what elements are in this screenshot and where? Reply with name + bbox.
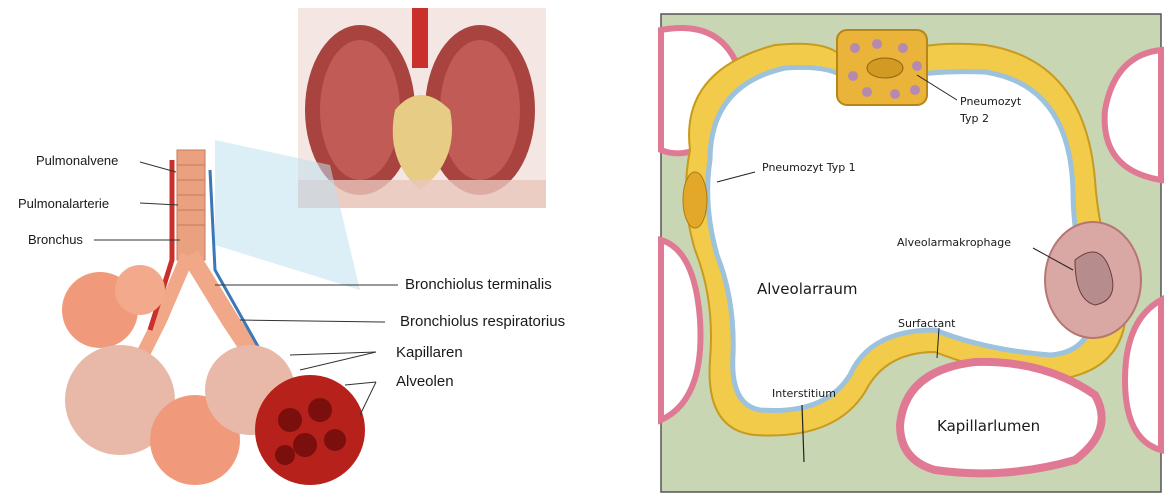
label-pulmonalarterie: Pulmonalarterie (18, 196, 109, 211)
label-alveolarmakrophage: Alveolarmakrophage (897, 236, 1011, 249)
lungs-graphic (298, 8, 546, 208)
label-interstitium: Interstitium (772, 387, 836, 400)
label-kapillarlumen: Kapillarlumen (937, 417, 1040, 435)
label-kapillaren: Kapillaren (396, 344, 463, 361)
label-alveolarraum: Alveolarraum (757, 280, 857, 298)
alveolus-cross-section: Pneumozyt Typ 2 Pneumozyt Typ 1 Alveolar… (655, 0, 1165, 497)
label-bronchus: Bronchus (28, 232, 83, 247)
label-alveolen: Alveolen (396, 373, 454, 390)
label-bronchiolus-terminalis: Bronchiolus terminalis (405, 276, 552, 293)
alveolar-macrophage (1045, 222, 1141, 338)
label-pneumozyt-typ1: Pneumozyt Typ 1 (762, 161, 856, 174)
pneumocyte-type-1 (683, 172, 707, 228)
label-pulmonalvene: Pulmonalvene (36, 153, 118, 168)
label-surfactant: Surfactant (898, 317, 955, 330)
label-pneumozyt-typ2-line2: Typ 2 (960, 112, 989, 125)
label-bronchiolus-respiratorius: Bronchiolus respiratorius (400, 313, 565, 330)
pneumocyte-type-2 (837, 30, 927, 105)
bronchial-tree-illustration: Pulmonalvene Pulmonalarterie Bronchus Br… (0, 0, 600, 497)
bronchial-tree-drawing (0, 0, 600, 497)
label-pneumozyt-typ2-line1: Pneumozyt (960, 95, 1021, 108)
